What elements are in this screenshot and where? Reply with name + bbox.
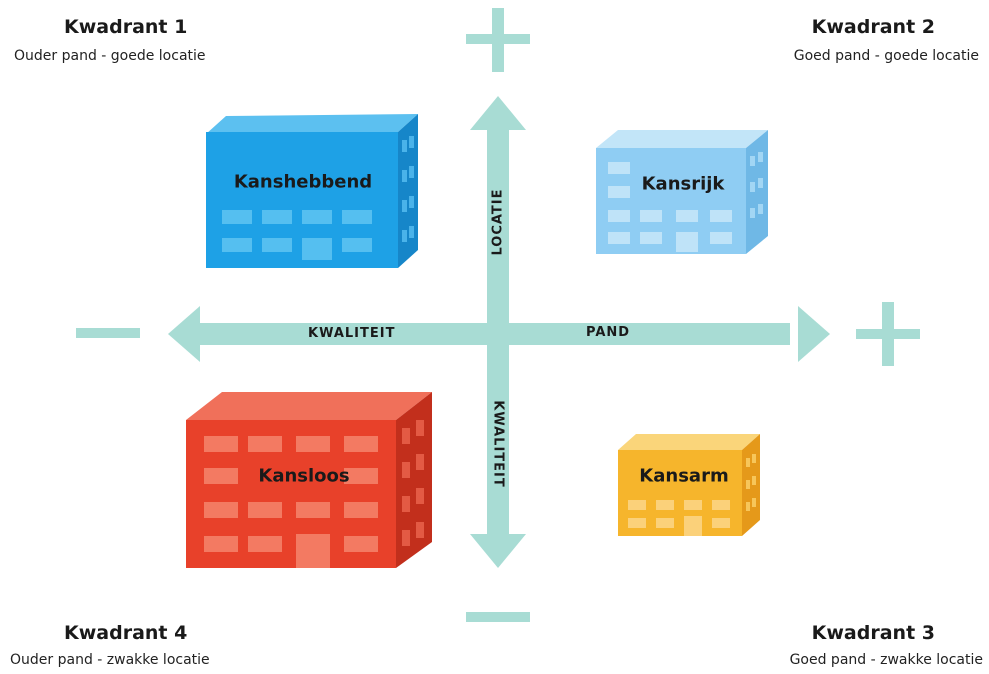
building-kansrijk bbox=[596, 130, 768, 254]
top-plus-sign bbox=[466, 8, 530, 72]
building-kansarm bbox=[618, 434, 760, 536]
left-minus-sign bbox=[76, 328, 140, 338]
q3-subtitle: Goed pand - zwakke locatie bbox=[789, 652, 983, 668]
label-kansloos: Kansloos bbox=[258, 465, 350, 487]
q2-subtitle: Goed pand - goede locatie bbox=[793, 48, 979, 64]
vertical-axis bbox=[487, 128, 509, 538]
q4-title: Kwadrant 4 bbox=[64, 622, 188, 644]
q2-title: Kwadrant 2 bbox=[811, 16, 935, 38]
axis-label-pand: PAND bbox=[586, 325, 631, 340]
q1-subtitle: Ouder pand - goede locatie bbox=[14, 48, 206, 64]
bottom-arrowhead bbox=[470, 534, 526, 568]
axis-label-kwaliteit-horizontal: KWALITEIT bbox=[308, 326, 396, 341]
label-kanshebbend: Kanshebbend bbox=[233, 171, 373, 193]
right-plus-sign bbox=[856, 302, 920, 366]
axis-label-kwaliteit-vertical: KWALITEIT bbox=[490, 400, 506, 488]
left-arrowhead bbox=[168, 306, 200, 362]
building-kanshebbend bbox=[206, 114, 418, 268]
q4-subtitle: Ouder pand - zwakke locatie bbox=[10, 652, 210, 668]
bottom-minus-sign bbox=[466, 612, 530, 622]
axis-label-locatie: LOCATIE bbox=[490, 188, 506, 256]
axis-group bbox=[76, 8, 920, 622]
right-arrowhead bbox=[798, 306, 830, 362]
q3-title: Kwadrant 3 bbox=[811, 622, 935, 644]
label-kansrijk: Kansrijk bbox=[641, 173, 725, 195]
q1-title: Kwadrant 1 bbox=[64, 16, 188, 38]
label-kansarm: Kansarm bbox=[639, 465, 729, 487]
top-arrowhead bbox=[470, 96, 526, 130]
building-kansloos bbox=[186, 392, 432, 568]
